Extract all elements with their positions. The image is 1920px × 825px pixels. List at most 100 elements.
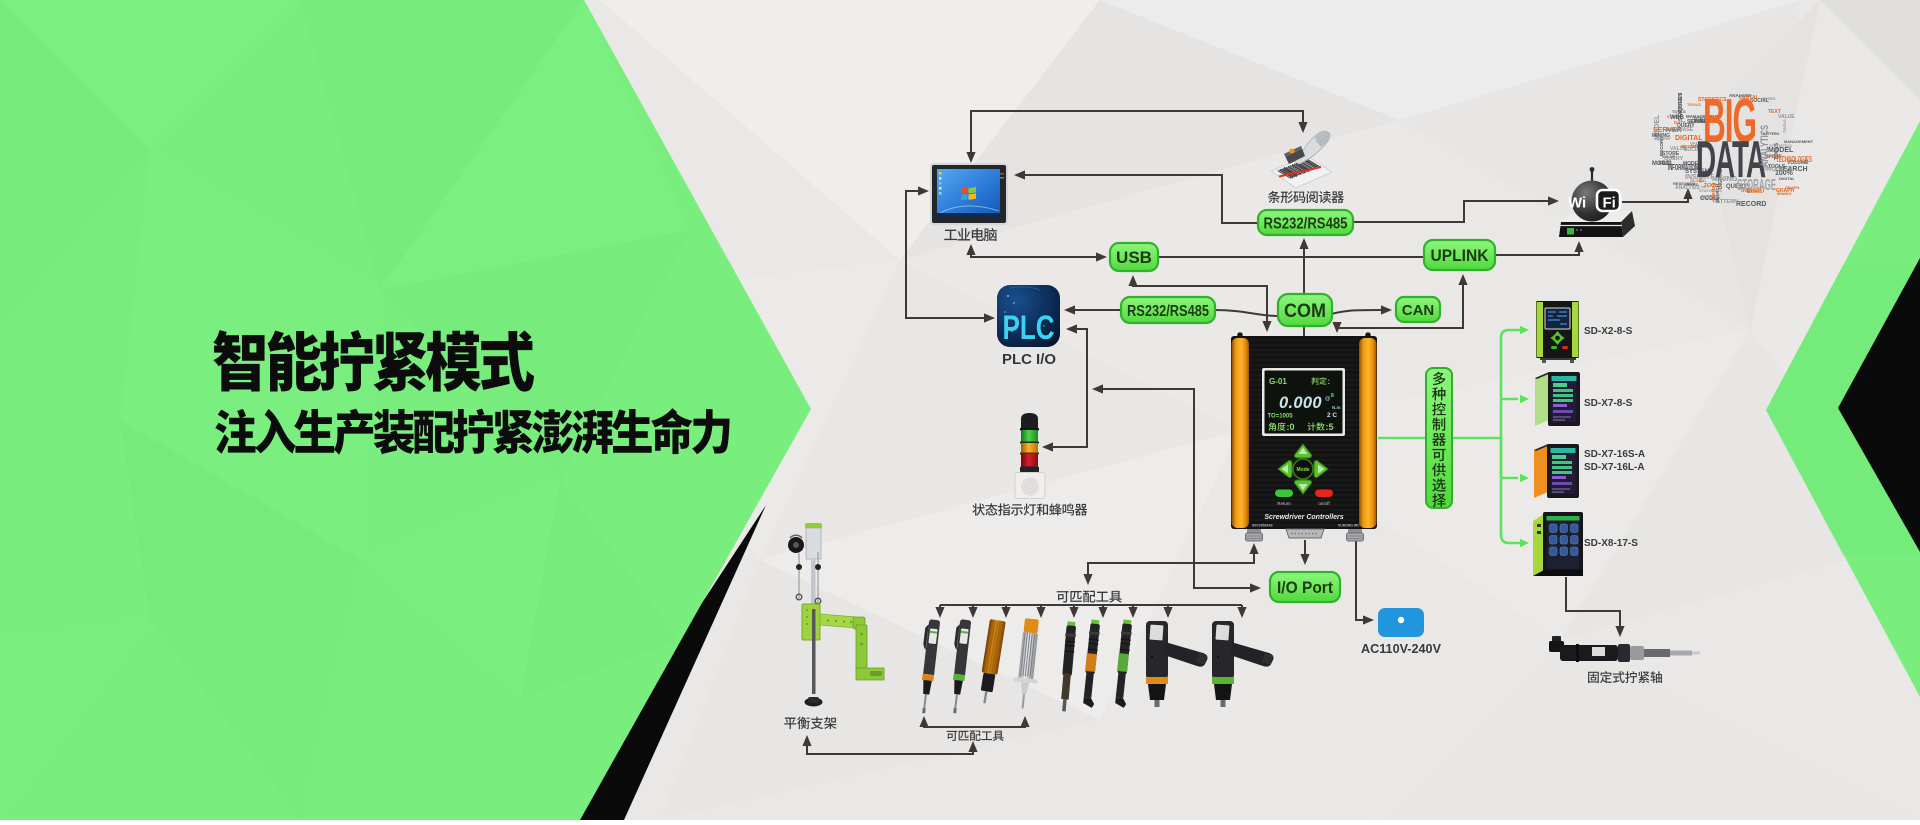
svg-text:SEARCH: SEARCH (1778, 166, 1808, 173)
svg-text:ANALYSIS: ANALYSIS (1675, 185, 1700, 191)
svg-text:on/off: on/off (1318, 501, 1330, 506)
svg-text:STORAGE: STORAGE (1737, 177, 1776, 194)
svg-text:SD-X2-8-S: SD-X2-8-S (1584, 326, 1633, 337)
svg-text:UPLINK: UPLINK (1431, 246, 1490, 265)
svg-text:DATA: DATA (1674, 120, 1687, 125)
svg-text:MANAGEMENT: MANAGEMENT (1784, 139, 1814, 144)
svg-text:S/N:0358A03: S/N:0358A03 (1252, 524, 1273, 528)
svg-text:Screwdriver Controllers: Screwdriver Controllers (1264, 514, 1343, 521)
svg-text:100%: 100% (1775, 170, 1794, 177)
svg-text:Fi: Fi (1603, 195, 1616, 212)
svg-text:VALUE: VALUE (1778, 114, 1795, 120)
svg-text:QUERY: QUERY (1657, 136, 1671, 141)
svg-text:TEXT: TEXT (1768, 109, 1781, 115)
svg-text:QUERY: QUERY (1677, 123, 1695, 129)
svg-text:CAN: CAN (1402, 302, 1435, 319)
svg-text:INSIGHT: INSIGHT (1666, 128, 1681, 132)
svg-text:FILE: FILE (1746, 183, 1751, 193)
svg-text:USB: USB (1116, 248, 1152, 267)
svg-text:BIG: BIG (1703, 87, 1756, 156)
svg-text:STATISTICS: STATISTICS (1699, 188, 1722, 193)
svg-text:PATTERN: PATTERN (1763, 132, 1779, 136)
svg-text:SD-X7-16S-A: SD-X7-16S-A (1584, 449, 1645, 460)
svg-text:TOOLS: TOOLS (1672, 109, 1686, 114)
svg-text:STATISTICS: STATISTICS (1698, 97, 1727, 103)
svg-text:Return: Return (1277, 501, 1291, 506)
svg-text:I/O Port: I/O Port (1277, 578, 1333, 597)
svg-text:PLC I/O: PLC I/O (1002, 352, 1056, 368)
svg-text:VOLUME: VOLUME (1694, 117, 1716, 123)
svg-text:@: @ (1325, 396, 1331, 402)
svg-text:RECORD: RECORD (1736, 201, 1766, 208)
svg-text:SPEED: SPEED (1765, 154, 1782, 160)
svg-text:DIGITAL: DIGITAL (1718, 169, 1724, 189)
svg-text:Mode: Mode (1296, 467, 1309, 473)
svg-text:MINING: MINING (1777, 191, 1791, 196)
svg-text:TOOLS: TOOLS (1774, 142, 1780, 160)
svg-text:DATABASE: DATABASE (1695, 120, 1715, 124)
svg-text:CODE: CODE (1700, 196, 1717, 202)
svg-text:ANALYSIS: ANALYSIS (1729, 93, 1751, 98)
svg-text:DIGITAL: DIGITAL (1675, 135, 1703, 142)
svg-text:GRAPH: GRAPH (1785, 185, 1800, 190)
svg-text:QUERY: QUERY (1664, 156, 1684, 162)
svg-text:SOCIAL: SOCIAL (1750, 98, 1769, 104)
svg-text:TOOLS: TOOLS (1768, 164, 1786, 170)
svg-text:TO=1005: TO=1005 (1268, 414, 1294, 420)
svg-text:MODEL: MODEL (1683, 161, 1701, 167)
svg-text:XUDONG.INC: XUDONG.INC (1338, 524, 1360, 528)
svg-text:SD-X7-16L-A: SD-X7-16L-A (1584, 462, 1645, 473)
svg-text:DATABASE: DATABASE (1666, 127, 1694, 133)
svg-text:RESEARCH: RESEARCH (1681, 144, 1706, 149)
svg-text:TRENDS: TRENDS (1711, 182, 1716, 201)
svg-text:PLC: PLC (1003, 309, 1055, 347)
svg-text:0.000: 0.000 (1279, 394, 1322, 412)
svg-text:SERVER: SERVER (1653, 127, 1682, 134)
svg-text:VALUE: VALUE (1690, 141, 1705, 146)
svg-text:QUERY: QUERY (1726, 184, 1747, 190)
svg-text:STORE: STORE (1667, 114, 1681, 119)
svg-text:ANALYTICS: ANALYTICS (1759, 125, 1771, 167)
svg-text:MINING: MINING (1652, 133, 1670, 139)
svg-text:VOLUME: VOLUME (1787, 160, 1809, 166)
svg-text:SOCIAL: SOCIAL (1684, 147, 1703, 153)
svg-text:SEARCH: SEARCH (1715, 184, 1720, 203)
svg-text::0: :0 (1287, 422, 1295, 432)
svg-text:SPEED: SPEED (1762, 96, 1776, 101)
svg-text::: : (1328, 377, 1331, 386)
svg-text:RESEARCH: RESEARCH (1673, 181, 1696, 186)
svg-text:MINING: MINING (1712, 176, 1738, 183)
svg-text:N.m: N.m (1332, 405, 1341, 410)
svg-text:SERVER: SERVER (1687, 119, 1708, 125)
svg-text:MOBILE: MOBILE (1701, 195, 1721, 201)
svg-text:MODEL: MODEL (1654, 114, 1661, 140)
svg-text:COM: COM (1284, 301, 1326, 322)
svg-text:2 C: 2 C (1327, 412, 1337, 419)
svg-text:G-01: G-01 (1269, 377, 1287, 386)
svg-text:RS232/RS485: RS232/RS485 (1127, 303, 1209, 320)
svg-text:DIGITAL: DIGITAL (1779, 176, 1795, 181)
svg-text:GLOBAL: GLOBAL (1690, 178, 1707, 183)
svg-text:SD-X7-8-S: SD-X7-8-S (1584, 398, 1633, 409)
svg-text:RS232/RS485: RS232/RS485 (1264, 215, 1348, 232)
svg-text:QUERY: QUERY (1678, 92, 1684, 112)
svg-text:RECORD: RECORD (1659, 136, 1664, 156)
svg-text:MODEL: MODEL (1652, 161, 1674, 167)
svg-text:Wi: Wi (1568, 195, 1586, 212)
svg-text:TOOLS: TOOLS (1687, 102, 1701, 107)
svg-text:INSIGHT: INSIGHT (1741, 188, 1766, 194)
svg-text:MANAGEMENT: MANAGEMENT (1686, 114, 1719, 119)
svg-text:TECHNOLOGIES: TECHNOLOGIES (1776, 154, 1812, 164)
svg-text:STORE: STORE (1692, 144, 1706, 149)
svg-text:STORE: STORE (1662, 151, 1680, 157)
svg-text:SPEED: SPEED (1685, 182, 1699, 187)
svg-text:STATISTICS: STATISTICS (1769, 143, 1792, 148)
svg-text:INFORMATION: INFORMATION (1668, 163, 1698, 172)
svg-text:VALUE: VALUE (1662, 154, 1676, 159)
svg-text:DIGITAL: DIGITAL (1739, 95, 1759, 101)
svg-text:STORE: STORE (1690, 119, 1709, 125)
svg-text:MODEL: MODEL (1747, 189, 1764, 194)
svg-text:PATTERN: PATTERN (1713, 199, 1738, 205)
svg-text:FILE: FILE (1659, 161, 1671, 167)
svg-text:PROCESS: PROCESS (1763, 167, 1792, 173)
